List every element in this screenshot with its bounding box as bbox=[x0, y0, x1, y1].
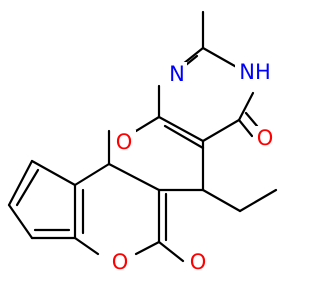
bond-c4a-o bbox=[73, 236, 100, 256]
bond-benzo-1 bbox=[30, 159, 77, 187]
bond-c5-o-double bbox=[244, 111, 259, 128]
molecule-canvas: N NH O O O O bbox=[7, 10, 278, 276]
bond-c5-o bbox=[237, 118, 254, 138]
label-bg-n bbox=[167, 62, 187, 86]
bond-benzo-inner-1 bbox=[15, 168, 40, 207]
structure-diagram: N NH O O O O bbox=[7, 10, 278, 276]
label-bg-o-carbonyl-right bbox=[253, 126, 277, 152]
label-bg-o-lower bbox=[108, 250, 132, 276]
label-bg-o-carbonyl-lower bbox=[186, 250, 210, 276]
bond-c6-o bbox=[157, 240, 185, 263]
atom-label-layer: N NH O O O O bbox=[108, 60, 277, 276]
bond-benzo-2 bbox=[7, 159, 34, 207]
bond-c6-o-ring bbox=[134, 240, 161, 256]
label-bg-nh bbox=[235, 60, 275, 84]
label-bg-o-bridge bbox=[112, 130, 136, 156]
bond-c4-o bbox=[134, 115, 161, 133]
ring-oxygen-lower-label: O bbox=[112, 250, 129, 274]
ring-oxygen-bridge-label: O bbox=[116, 130, 133, 154]
bond-c2-n1 bbox=[201, 46, 242, 71]
bond-ethyl-2 bbox=[238, 188, 278, 213]
bond-c4-c4a-double bbox=[163, 124, 205, 150]
bond-c11-c11a bbox=[73, 162, 111, 187]
carbonyl-oxygen-right-label: O bbox=[257, 126, 274, 150]
bond-c11-c10a bbox=[107, 162, 161, 192]
bond-c10-ethyl-1 bbox=[201, 188, 242, 213]
nitrogen-atom-label: N bbox=[169, 62, 185, 86]
bond-c5-nh bbox=[237, 91, 255, 122]
bond-benzo-3 bbox=[7, 203, 34, 240]
bond-layer bbox=[7, 10, 278, 263]
carbonyl-oxygen-lower-label: O bbox=[190, 250, 207, 274]
nh-atom-label: NH bbox=[239, 60, 271, 84]
bond-c4-c4a bbox=[157, 115, 205, 143]
bond-c4a-c5 bbox=[201, 118, 241, 143]
